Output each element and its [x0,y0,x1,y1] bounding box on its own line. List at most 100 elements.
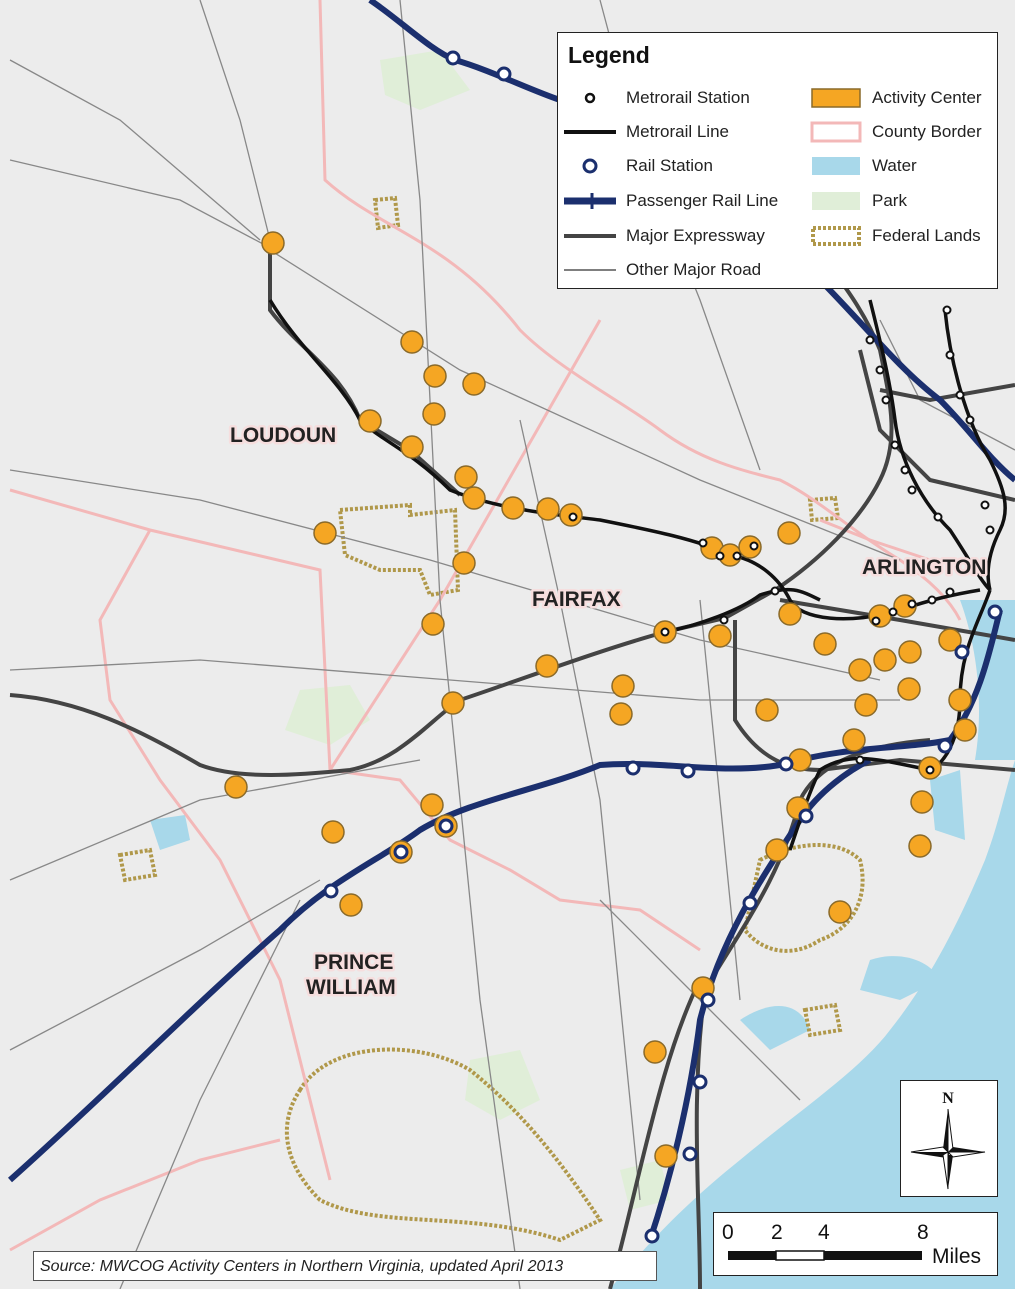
metrorail-station-marker[interactable] [568,512,578,522]
county-label-prince-william-line2: WILLIAM [306,976,396,999]
metrorail-station-marker[interactable] [715,551,725,561]
metrorail-station-marker[interactable] [855,755,865,765]
metrorail-station-marker[interactable] [749,541,759,551]
rail-station-marker[interactable] [692,1074,708,1090]
legend-item-metrorail-line: Metrorail Line [562,121,729,143]
rail-station-marker[interactable] [625,760,641,776]
activity-center-marker[interactable] [910,790,934,814]
activity-center-marker[interactable] [897,677,921,701]
activity-center-marker[interactable] [842,728,866,752]
metrorail-station-marker[interactable] [732,551,742,561]
legend-item-major-expressway: Major Expressway [562,225,765,247]
metrorail-station-marker[interactable] [945,587,955,597]
activity-center-marker[interactable] [848,658,872,682]
legend-label: Major Expressway [626,226,765,245]
activity-center-marker[interactable] [708,624,732,648]
metrorail-station-marker[interactable] [871,616,881,626]
metrorail-station-marker[interactable] [927,595,937,605]
activity-center-marker[interactable] [420,793,444,817]
activity-center-marker[interactable] [441,691,465,715]
county-label-fairfax: FAIRFAX [532,588,621,611]
activity-center-marker[interactable] [755,698,779,722]
metrorail-station-marker[interactable] [925,765,935,775]
activity-center-marker[interactable] [828,900,852,924]
activity-center-marker[interactable] [938,628,962,652]
activity-center-marker[interactable] [421,612,445,636]
activity-center-marker[interactable] [873,648,897,672]
metrorail-station-marker[interactable] [955,390,965,400]
activity-center-marker[interactable] [462,486,486,510]
federal-lands-icon [808,225,864,247]
activity-center-marker[interactable] [321,820,345,844]
rail-station-marker[interactable] [937,738,953,754]
activity-center-marker[interactable] [765,838,789,862]
rail-station-marker[interactable] [954,644,970,660]
rail-station-marker[interactable] [778,756,794,772]
metrorail-station-marker[interactable] [890,440,900,450]
rail-station-marker[interactable] [496,66,512,82]
rail-station-marker[interactable] [680,763,696,779]
activity-center-marker[interactable] [953,718,977,742]
metrorail-station-marker[interactable] [980,500,990,510]
activity-center-marker[interactable] [609,702,633,726]
activity-center-marker[interactable] [339,893,363,917]
metrorail-station-marker[interactable] [907,485,917,495]
activity-center-marker[interactable] [454,465,478,489]
metrorail-station-marker[interactable] [770,586,780,596]
activity-center-marker[interactable] [611,674,635,698]
activity-center-marker[interactable] [452,551,476,575]
activity-center-marker[interactable] [535,654,559,678]
activity-center-marker[interactable] [400,435,424,459]
rail-station-marker[interactable] [644,1228,660,1244]
rail-station-marker[interactable] [798,808,814,824]
activity-center-marker[interactable] [313,521,337,545]
metrorail-station-marker[interactable] [719,615,729,625]
activity-center-marker[interactable] [654,1144,678,1168]
rail-station-marker[interactable] [700,992,716,1008]
activity-center-marker[interactable] [224,775,248,799]
activity-center-marker[interactable] [501,496,525,520]
rail-station-marker[interactable] [742,895,758,911]
rail-station-marker[interactable] [323,883,339,899]
activity-center-marker[interactable] [813,632,837,656]
metrorail-station-marker[interactable] [865,335,875,345]
legend-item-federal-lands: Federal Lands [808,225,981,247]
activity-center-marker[interactable] [778,602,802,626]
activity-center-marker[interactable] [868,604,892,628]
activity-center-marker[interactable] [854,693,878,717]
activity-center-marker[interactable] [643,1040,667,1064]
activity-center-marker[interactable] [908,834,932,858]
activity-center-marker[interactable] [777,521,801,545]
metrorail-station-marker[interactable] [875,365,885,375]
activity-center-marker[interactable] [423,364,447,388]
other-major-road-icon [562,259,618,281]
activity-center-marker[interactable] [358,409,382,433]
activity-center-marker[interactable] [898,640,922,664]
metrorail-station-marker[interactable] [965,415,975,425]
rail-station-marker[interactable] [682,1146,698,1162]
activity-center-marker[interactable] [400,330,424,354]
rail-station-marker[interactable] [438,818,454,834]
rail-station-marker[interactable] [445,50,461,66]
rail-station-marker[interactable] [987,604,1003,620]
metrorail-station-marker[interactable] [985,525,995,535]
activity-center-marker[interactable] [948,688,972,712]
metrorail-station-marker[interactable] [907,599,917,609]
metrorail-station-marker[interactable] [942,305,952,315]
scale-tick-8: 8 [917,1221,929,1244]
activity-center-marker[interactable] [261,231,285,255]
rail-station-marker[interactable] [393,844,409,860]
metrorail-station-marker[interactable] [660,627,670,637]
activity-center-marker[interactable] [536,497,560,521]
metrorail-station-marker[interactable] [945,350,955,360]
activity-center-marker[interactable] [422,402,446,426]
metrorail-station-marker[interactable] [888,607,898,617]
north-label: N [942,1090,954,1107]
metrorail-station-marker[interactable] [698,538,708,548]
metrorail-station-marker[interactable] [881,395,891,405]
metrorail-station-marker[interactable] [900,465,910,475]
metrorail-station-marker[interactable] [933,512,943,522]
legend-label: County Border [872,122,982,141]
activity-center-marker[interactable] [462,372,486,396]
